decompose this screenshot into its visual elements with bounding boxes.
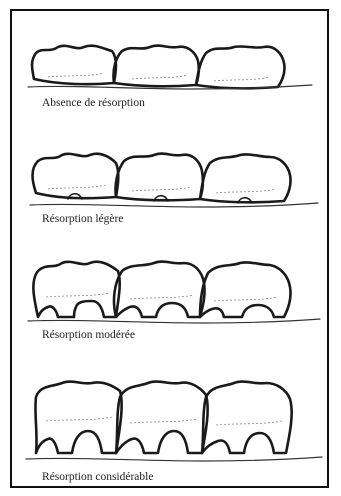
caption-absence: Absence de résorption [42,97,145,109]
teeth-illustration-moderee [12,255,331,331]
panel-legere: Résorption légère [12,149,327,229]
teeth-illustration-absence [12,39,331,99]
teeth-illustration-considerable [12,373,331,463]
caption-considerable: Résorption considérable [42,471,153,483]
caption-moderee: Résorption modérée [42,329,135,341]
panel-absence: Absence de résorption [12,39,327,119]
caption-legere: Résorption légère [42,213,123,225]
teeth-illustration-legere [12,149,331,211]
panel-considerable: Résorption considérable [12,373,327,473]
panel-moderee: Résorption modérée [12,255,327,345]
figure-frame: Absence de résorption Résorption légère [10,9,329,488]
